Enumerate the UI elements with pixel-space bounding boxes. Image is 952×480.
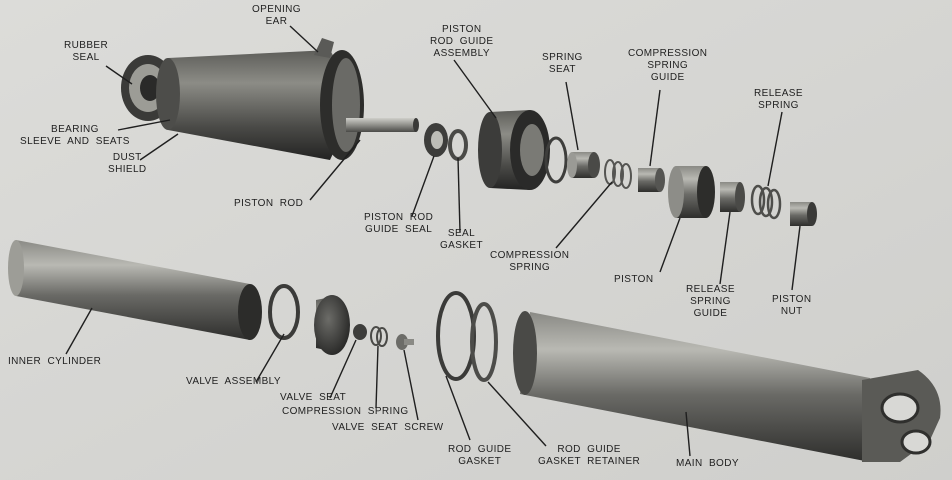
leader-rod-guide-gasket-retainer: [487, 381, 547, 447]
label-compression-spring-lower: COMPRESSION SPRING: [282, 406, 409, 417]
label-rod-guide-gasket-retainer: ROD GUIDE GASKET RETAINER: [538, 444, 641, 467]
compression-spring-guide-part: [638, 168, 665, 192]
leader-valve-seat-screw: [403, 349, 419, 421]
leader-release-spring-guide: [719, 211, 731, 285]
leader-piston-nut: [791, 225, 801, 291]
label-inner-cylinder: INNER CYLINDER: [8, 356, 102, 367]
leader-compression-spring: [555, 181, 613, 249]
leader-piston-rod-guide-assembly: [453, 59, 497, 119]
release-spring-part: [750, 184, 782, 220]
spring-seat-part: [567, 152, 600, 178]
label-piston-rod: PISTON ROD: [234, 198, 304, 209]
main-body-part: [513, 311, 941, 462]
piston-nut-part: [790, 202, 817, 226]
leader-opening-ear: [289, 25, 319, 53]
label-bearing-sleeve-and-seats: BEARING SLEEVE AND SEATS: [20, 124, 130, 147]
piston-rod-guide-seal-part: [424, 123, 448, 157]
leader-piston-rod-guide-seal: [411, 155, 435, 217]
label-rod-guide-gasket: ROD GUIDE GASKET: [448, 444, 512, 467]
leader-piston-rod: [309, 139, 361, 201]
compression-spring-lower-part: [370, 326, 388, 347]
leader-dust-shield: [139, 133, 179, 161]
label-main-body: MAIN BODY: [676, 458, 739, 469]
rod-guide-gasket-retainer-part: [470, 302, 498, 382]
compression-spring-guide-upper-ring: [544, 136, 568, 184]
valve-seat-screw-part: [396, 334, 414, 350]
dust-shield-part: [156, 50, 364, 160]
leader-valve-seat: [329, 339, 357, 399]
label-compression-spring: COMPRESSION SPRING: [490, 250, 570, 273]
piston-rod-part: [346, 118, 419, 132]
label-rubber-seal: RUBBER SEAL: [64, 40, 109, 63]
leader-valve-assembly: [255, 333, 285, 383]
valve-assembly-part: [268, 284, 350, 355]
leader-piston: [659, 217, 681, 273]
label-compression-spring-guide: COMPRESSION SPRING GUIDE: [628, 48, 708, 83]
label-piston-rod-guide-assembly: PISTON ROD GUIDE ASSEMBLY: [430, 24, 494, 59]
inner-cylinder-part: [8, 240, 262, 340]
valve-seat-part: [353, 324, 367, 340]
leader-compression-spring-lower: [375, 345, 379, 409]
label-piston-rod-guide-seal: PISTON ROD GUIDE SEAL: [364, 212, 434, 235]
label-release-spring: RELEASE SPRING: [754, 88, 803, 111]
label-valve-assembly: VALVE ASSEMBLY: [186, 376, 281, 387]
label-valve-seat: VALVE SEAT: [280, 392, 347, 403]
leader-main-body: [685, 411, 691, 457]
label-opening-ear: OPENING EAR: [252, 4, 301, 27]
leader-rod-guide-gasket: [445, 375, 471, 441]
label-spring-seat: SPRING SEAT: [542, 52, 583, 75]
opening-ear-part: [314, 38, 334, 58]
label-dust-shield: DUST SHIELD: [108, 152, 147, 175]
label-release-spring-guide: RELEASE SPRING GUIDE: [686, 284, 735, 319]
label-valve-seat-screw: VALVE SEAT SCREW: [332, 422, 444, 433]
leader-seal-gasket: [457, 157, 461, 233]
piston-rod-guide-assembly-part: [478, 110, 550, 190]
release-spring-guide-part: [720, 182, 745, 212]
leader-lines: [65, 25, 801, 457]
leader-release-spring: [767, 111, 783, 187]
leader-compression-spring-guide: [649, 89, 661, 167]
label-piston: PISTON: [614, 274, 654, 285]
label-seal-gasket: SEAL GASKET: [440, 228, 483, 251]
leader-rubber-seal: [105, 65, 133, 85]
leader-bearing-sleeve: [117, 119, 171, 131]
label-piston-nut: PISTON NUT: [772, 294, 812, 317]
piston-part: [668, 166, 715, 218]
leader-spring-seat: [565, 81, 579, 151]
leader-inner-cylinder: [65, 307, 93, 355]
